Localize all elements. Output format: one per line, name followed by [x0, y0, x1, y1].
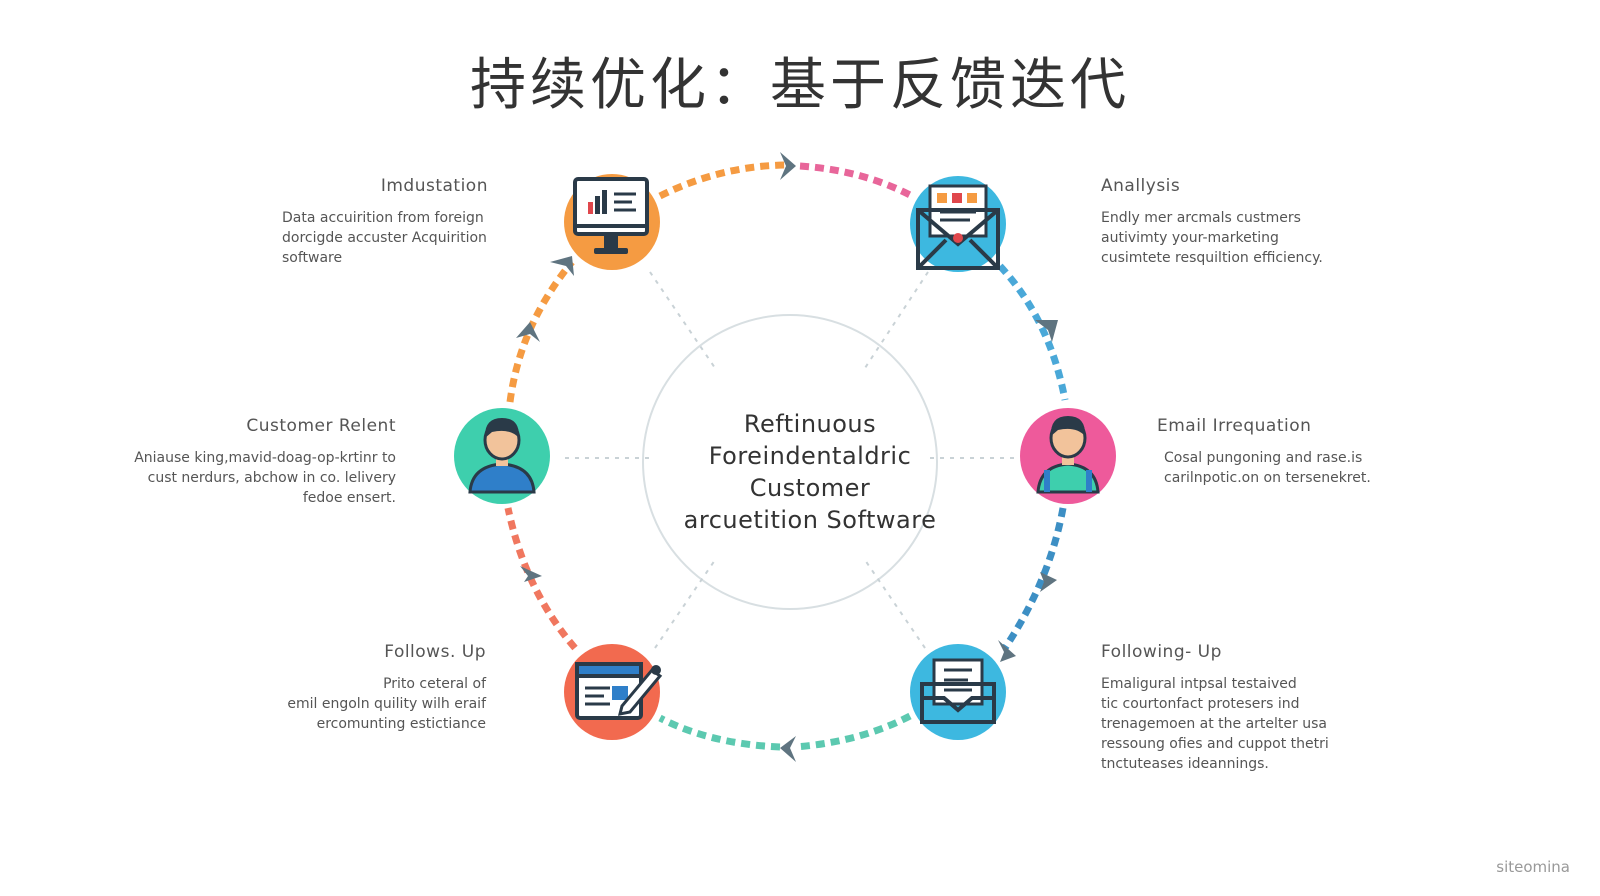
ring-segment-bottom-right: [794, 712, 912, 751]
node-mid-right: [1020, 408, 1116, 504]
cycle-arrows: [516, 152, 1058, 762]
label-mid-right: Email Irrequation Cosal pungoning and ra…: [1157, 416, 1457, 488]
ring-segment-left-lower: [504, 507, 578, 651]
connector-lines: [565, 271, 1015, 649]
watermark: siteomina: [1496, 858, 1570, 876]
node-heading: Follows. Up: [384, 642, 486, 662]
ring-segment-right-upper: [997, 263, 1069, 401]
arrow-icon: [550, 256, 574, 276]
arrow-icon: [1035, 320, 1058, 342]
node-bottom-right: [910, 644, 1006, 740]
node-description: Prito ceteral of emil engoln quility wil…: [287, 676, 486, 732]
arrow-icon: [520, 566, 542, 582]
center-label: Reftinuous Foreindentaldric Customer arc…: [683, 410, 937, 534]
label-bottom-left: Follows. Up Prito ceteral of emil engoln…: [260, 642, 486, 734]
node-description: Data accuirition from foreign dorcigde a…: [282, 210, 487, 266]
ring-segment-right-lower: [1002, 507, 1067, 650]
ring-segment-bottom-left: [658, 714, 781, 751]
node-heading: Customer Relent: [246, 416, 396, 436]
browser-edit-icon: [575, 662, 663, 720]
person-avatar-icon: [468, 418, 536, 494]
center-circle: [642, 314, 938, 610]
node-mid-left: [454, 408, 550, 504]
node-description: Aniause king,mavid-doag-op-krtinr to cus…: [134, 450, 396, 506]
label-bottom-right: Following- Up Emaligural intpsal testaiv…: [1101, 642, 1401, 774]
arrow-icon: [780, 152, 796, 180]
node-heading: Following- Up: [1101, 642, 1222, 662]
node-description: Emaligural intpsal testaived tic courton…: [1101, 676, 1329, 772]
node-heading: Imdustation: [380, 176, 488, 196]
node-bottom-left: [564, 644, 663, 740]
arrow-icon: [1040, 572, 1057, 592]
envelope-document-icon: [916, 184, 1000, 270]
node-description: Endly mer arcmals custmers autivimty you…: [1101, 210, 1323, 266]
arrow-icon: [516, 322, 540, 342]
node-top-right: [910, 176, 1006, 272]
node-description: Cosal pungoning and rase.is carilnpotic.…: [1164, 450, 1371, 486]
label-top-left: Imdustation Data accuirition from foreig…: [262, 176, 488, 268]
ring-segment-top-right: [799, 162, 914, 200]
arrow-icon: [780, 736, 796, 762]
node-heading: Email Irrequation: [1157, 416, 1312, 436]
node-top-left: [564, 174, 660, 270]
arrow-icon: [998, 640, 1016, 662]
person-avatar-icon: [1036, 416, 1100, 494]
monitor-chart-icon: [573, 177, 649, 254]
ring-segment-top-left: [658, 161, 786, 200]
node-heading: Anallysis: [1101, 176, 1181, 196]
label-mid-left: Customer Relent Aniause king,mavid-doag-…: [110, 416, 396, 508]
page-title: 持续优化：基于反馈迭代: [470, 53, 1130, 118]
envelope-list-icon: [920, 658, 996, 724]
ring-segment-left-upper: [506, 259, 575, 403]
label-top-right: Anallysis Endly mer arcmals custmers aut…: [1101, 176, 1401, 268]
